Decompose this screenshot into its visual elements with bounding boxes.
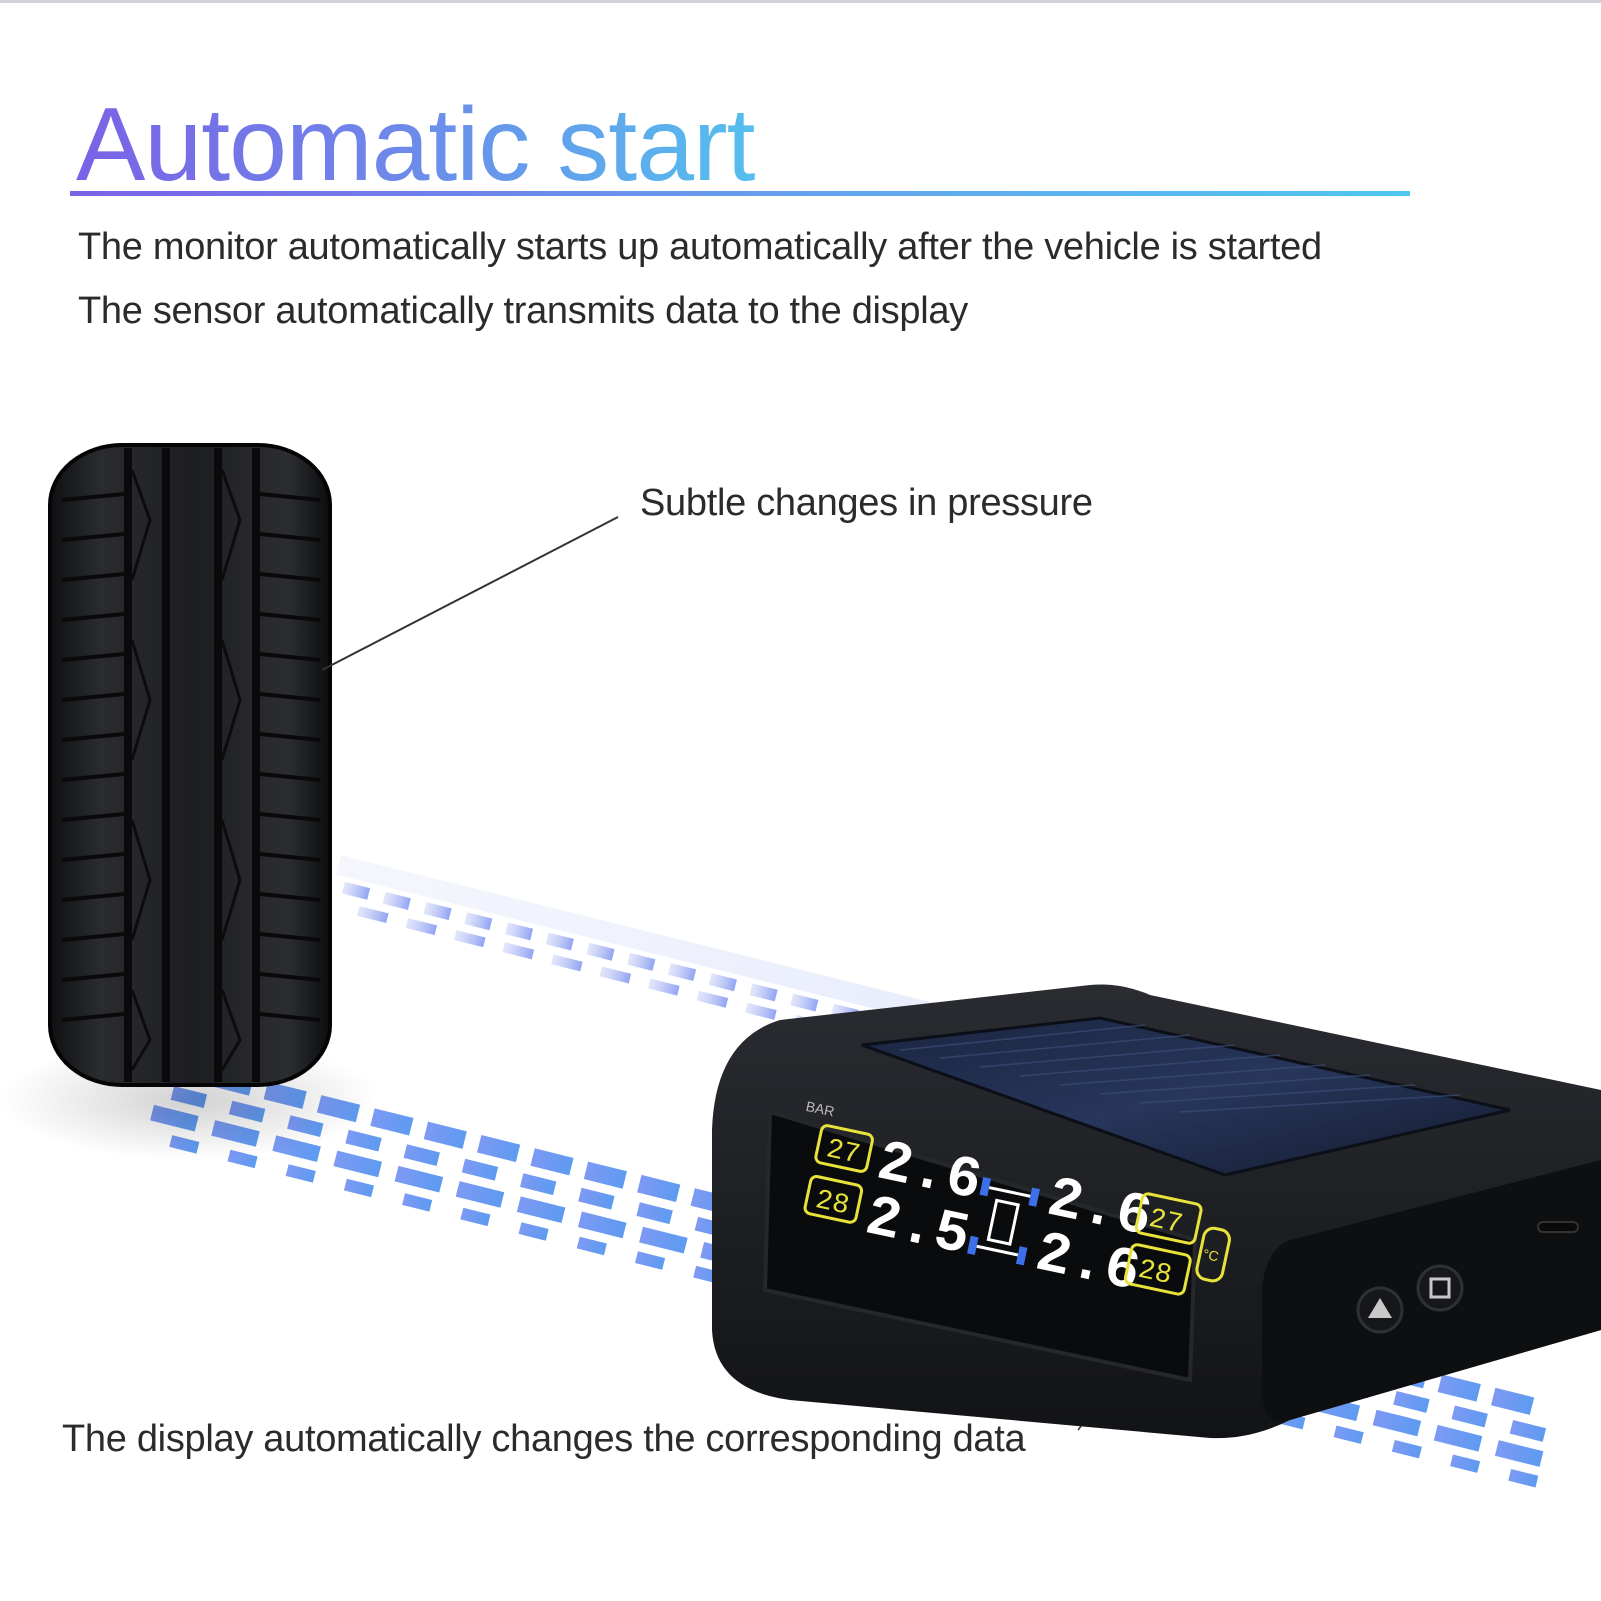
square-icon — [1429, 1277, 1451, 1299]
front-right-temp: 27 — [1146, 1204, 1185, 1241]
rear-left-temp: 28 — [813, 1185, 852, 1222]
display-callout-label: The display automatically changes the co… — [62, 1418, 1026, 1460]
rear-right-temp-box — [1123, 1243, 1192, 1296]
usb-port — [1537, 1221, 1579, 1233]
front-left-temp-box — [814, 1124, 874, 1173]
title-underline — [70, 191, 1410, 196]
lcd-unit-label: BAR — [805, 1098, 836, 1120]
top-divider — [0, 0, 1601, 3]
rear-right-temp: 28 — [1135, 1255, 1174, 1292]
up-arrow-icon — [1368, 1298, 1392, 1318]
car-chassis-icon — [967, 1177, 1040, 1266]
temp-unit-box — [1195, 1226, 1231, 1283]
pressure-callout-line — [321, 516, 619, 671]
tpms-monitor-device: BAR 27 28 2.6 2.5 2.6 2.6 27 28 — [712, 984, 1601, 1439]
tire-image — [0, 443, 380, 1160]
rear-left-temp-box — [803, 1175, 864, 1224]
solar-panel — [861, 1016, 1511, 1177]
description-line-1: The monitor automatically starts up auto… — [78, 226, 1322, 268]
set-button — [1416, 1264, 1464, 1312]
temp-unit: °C — [1201, 1246, 1220, 1265]
description-line-2: The sensor automatically transmits data … — [78, 290, 968, 332]
pressure-callout-label: Subtle changes in pressure — [640, 482, 1093, 524]
page-title: Automatic start — [76, 86, 756, 206]
front-right-temp-box — [1134, 1192, 1203, 1245]
front-left-temp: 27 — [823, 1134, 862, 1171]
